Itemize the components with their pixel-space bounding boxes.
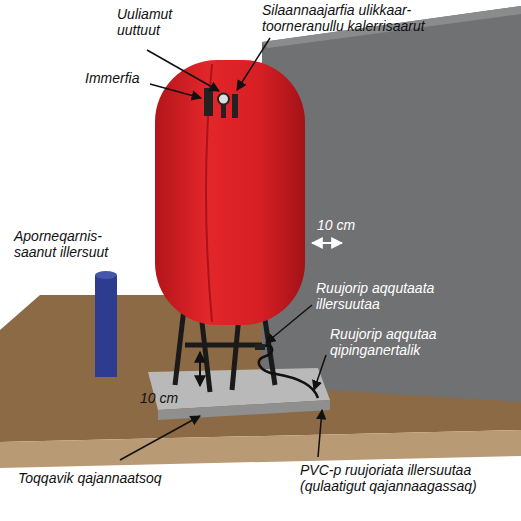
part-label: Uuliamut uuttuut xyxy=(117,6,187,38)
dimension-arrow xyxy=(312,242,342,244)
fill-pipe xyxy=(204,88,213,116)
dimension-label: 10 cm xyxy=(317,217,355,233)
part-label: Aporneqarnis- saanut illersuut xyxy=(14,228,134,260)
part-label: Ruujorip aqqutaa qipinganertalik xyxy=(330,326,505,358)
part-label: PVC-p ruujoriata illersuutaa (qulaatigut… xyxy=(300,462,515,494)
part-label: Toqqavik qajannaatsoq xyxy=(18,470,162,486)
gauge xyxy=(218,94,229,105)
foundation-slab-edge xyxy=(158,400,330,420)
pipe-valve xyxy=(255,344,265,350)
dimension-arrow xyxy=(199,352,201,386)
impact-post xyxy=(95,275,117,377)
part-label: Immerfia xyxy=(85,70,139,86)
oil-pipe xyxy=(259,345,318,398)
oil-tank xyxy=(155,60,305,325)
leader-lines xyxy=(120,38,326,460)
gauge-stem xyxy=(221,104,226,118)
dimension-label: 10 cm xyxy=(140,390,178,406)
part-label: Silaannaajarfia ulikkaar- toorneranullu … xyxy=(262,2,480,34)
vent-pipe xyxy=(232,94,238,118)
part-label: Ruujorip aqqutaata illersuutaa xyxy=(316,280,466,312)
impact-post-top xyxy=(95,271,117,279)
